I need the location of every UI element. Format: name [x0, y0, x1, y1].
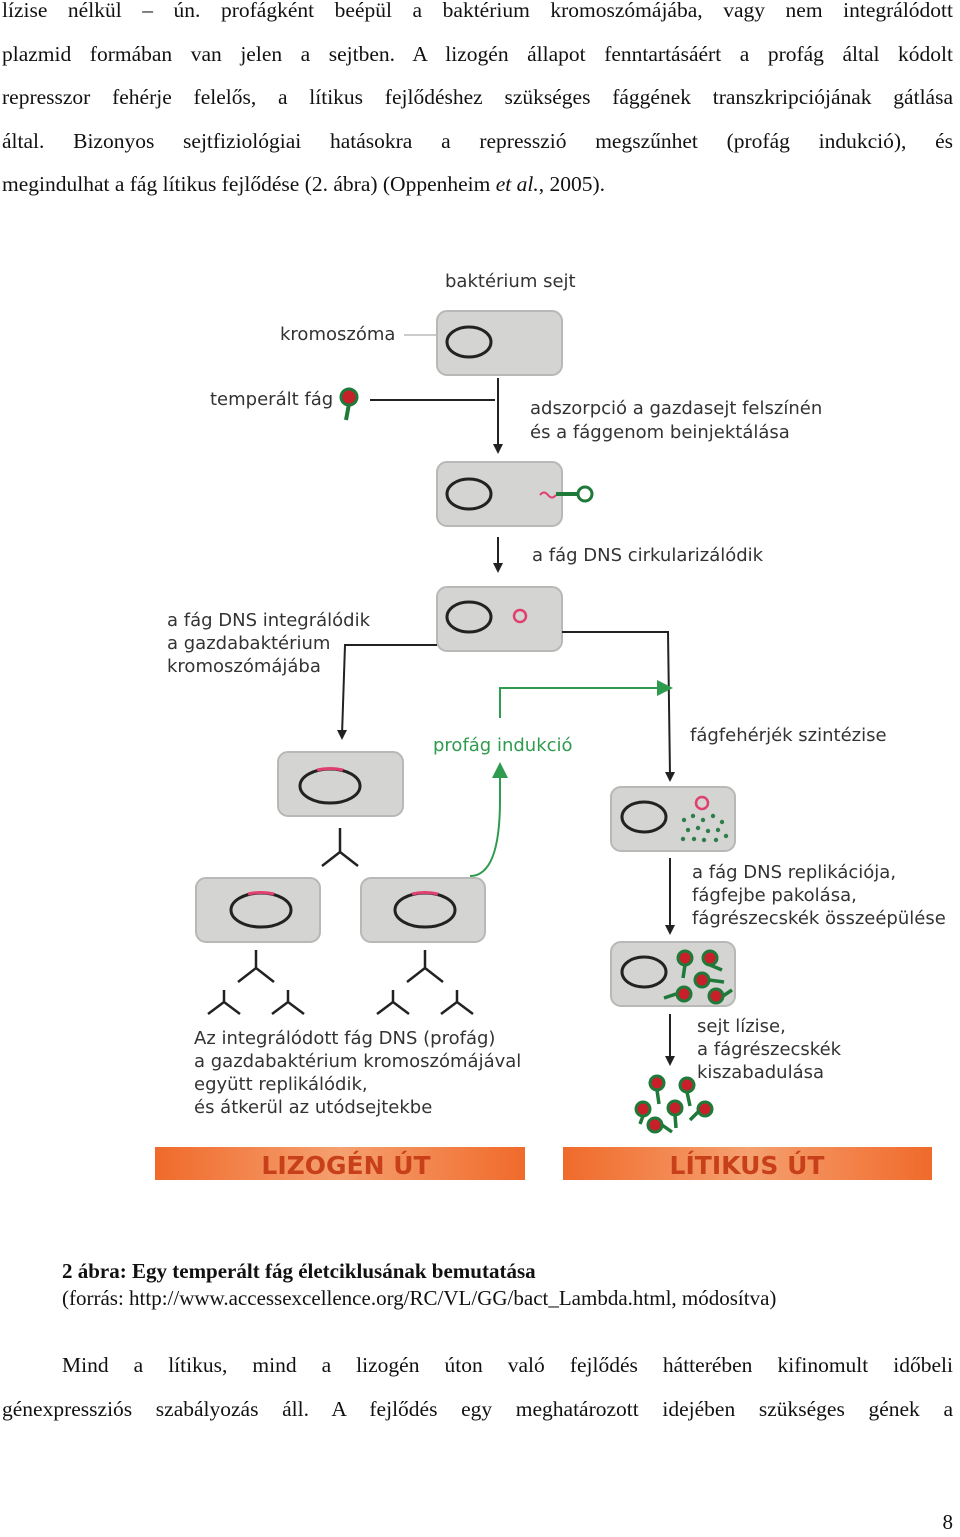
label-lysis-1: sejt lízise, [697, 1016, 786, 1037]
released-phages [634, 1074, 714, 1134]
cell-circularized [436, 586, 563, 652]
label-protein-synthesis: fágfehérjék szintézise [690, 725, 887, 746]
label-circularize: a fág DNS cirkularizálódik [532, 545, 764, 566]
phage-capsid-empty [576, 485, 594, 503]
cell-injection [436, 461, 594, 527]
cell-daughter-left [195, 877, 321, 943]
label-chromosome: kromoszóma [280, 324, 395, 345]
label-replication-2: fágfejbe pakolása, [692, 885, 857, 906]
label-prophage-3: együtt replikálódik, [194, 1074, 368, 1095]
banner-lysogenic: LIZOGÉN ÚT [155, 1147, 525, 1180]
banner-lytic: LÍTIKUS ÚT [563, 1147, 932, 1180]
label-prophage-2: a gazdabaktérium kromoszómájával [194, 1051, 521, 1072]
caption-title: 2 ábra: Egy temperált fág életciklusának… [62, 1259, 536, 1283]
circular-phage-dna [512, 608, 528, 624]
cell-assembly [610, 941, 736, 1007]
intro-line-4: által. Bizonyos sejtfiziológiai hatásokr… [2, 128, 953, 153]
closing-line-2: génexpressziós szabályozás áll. A fejlőd… [2, 1396, 953, 1421]
closing-line-1: Mind a lítikus, mind a lizogén úton való… [62, 1353, 953, 1377]
label-adsorption-2: és a fággenom beinjektálása [530, 422, 790, 443]
figure-caption: 2 ábra: Egy temperált fág életciklusának… [62, 1258, 776, 1312]
division-fork-1 [321, 828, 359, 867]
intro-line-5-end: , 2005). [538, 172, 606, 196]
closing-paragraph: Mind a lítikus, mind a lizogén úton való… [2, 1344, 953, 1431]
label-integrate-1: a fág DNS integrálódik [167, 610, 371, 631]
cell-protein-synthesis [610, 786, 736, 852]
page-number: 8 [942, 1510, 954, 1534]
label-replication-1: a fág DNS replikációja, [692, 862, 896, 883]
intro-line-1: lízise nélkül – ún. profágként beépül a … [2, 0, 953, 22]
label-integrate-3: kromoszómájába [167, 656, 321, 677]
intro-line-2: plazmid formában van jelen a sejtben. A … [2, 41, 953, 66]
arrow-to-lytic [562, 631, 671, 776]
label-replication-3: fágrészecskék összeépülése [692, 908, 946, 929]
phage-lifecycle-diagram: baktérium sejt kromoszóma temperált fág … [155, 271, 946, 1180]
label-integrate-2: a gazdabaktérium [167, 633, 330, 654]
label-prophage-4: és átkerül az utódsejtekbe [194, 1097, 432, 1118]
label-lysis-3: kiszabadulása [697, 1062, 824, 1083]
chromosome-ring [445, 325, 493, 359]
caption-source: (forrás: http://www.accessexcellence.org… [62, 1286, 777, 1310]
arrow-adsorption-head [493, 444, 503, 454]
assembled-phages [663, 949, 733, 1005]
label-lysis-2: a fágrészecskék [697, 1039, 842, 1060]
label-adsorption-1: adszorpció a gazdasejt felszínén [530, 398, 822, 419]
cell-daughter-right [360, 877, 486, 943]
intro-line-3: represszor fehérje felelős, a lítikus fe… [2, 85, 953, 109]
division-tree [207, 950, 474, 1015]
temperate-phage-icon [339, 387, 359, 421]
label-prophage-1: Az integrálódott fág DNS (profág) [194, 1028, 495, 1049]
induction-arrow-top [499, 680, 673, 718]
cell-bacterium [436, 310, 563, 376]
arrow-to-lysogenic [341, 644, 437, 736]
banner-lytic-text: LÍTIKUS ÚT [670, 1150, 825, 1180]
label-induction: profág indukció [433, 735, 573, 756]
induction-arrow-bottom [469, 762, 508, 877]
intro-paragraph: lízise nélkül – ún. profágként beépül a … [2, 0, 953, 207]
banner-lysogenic-text: LIZOGÉN ÚT [261, 1150, 430, 1180]
intro-line-5: megindulhat a fág lítikus fejlődése (2. … [2, 163, 953, 207]
label-temperate-phage: temperált fág [210, 389, 333, 410]
intro-line-5-italic: et al. [495, 172, 539, 196]
intro-line-5-start: megindulhat a fág lítikus fejlődése (2. … [2, 172, 496, 196]
injected-dna [539, 491, 557, 499]
prophage-segment [316, 767, 344, 772]
phage-proteins [680, 813, 729, 843]
cell-lysogen [277, 751, 404, 817]
label-bacterium: baktérium sejt [445, 271, 576, 292]
